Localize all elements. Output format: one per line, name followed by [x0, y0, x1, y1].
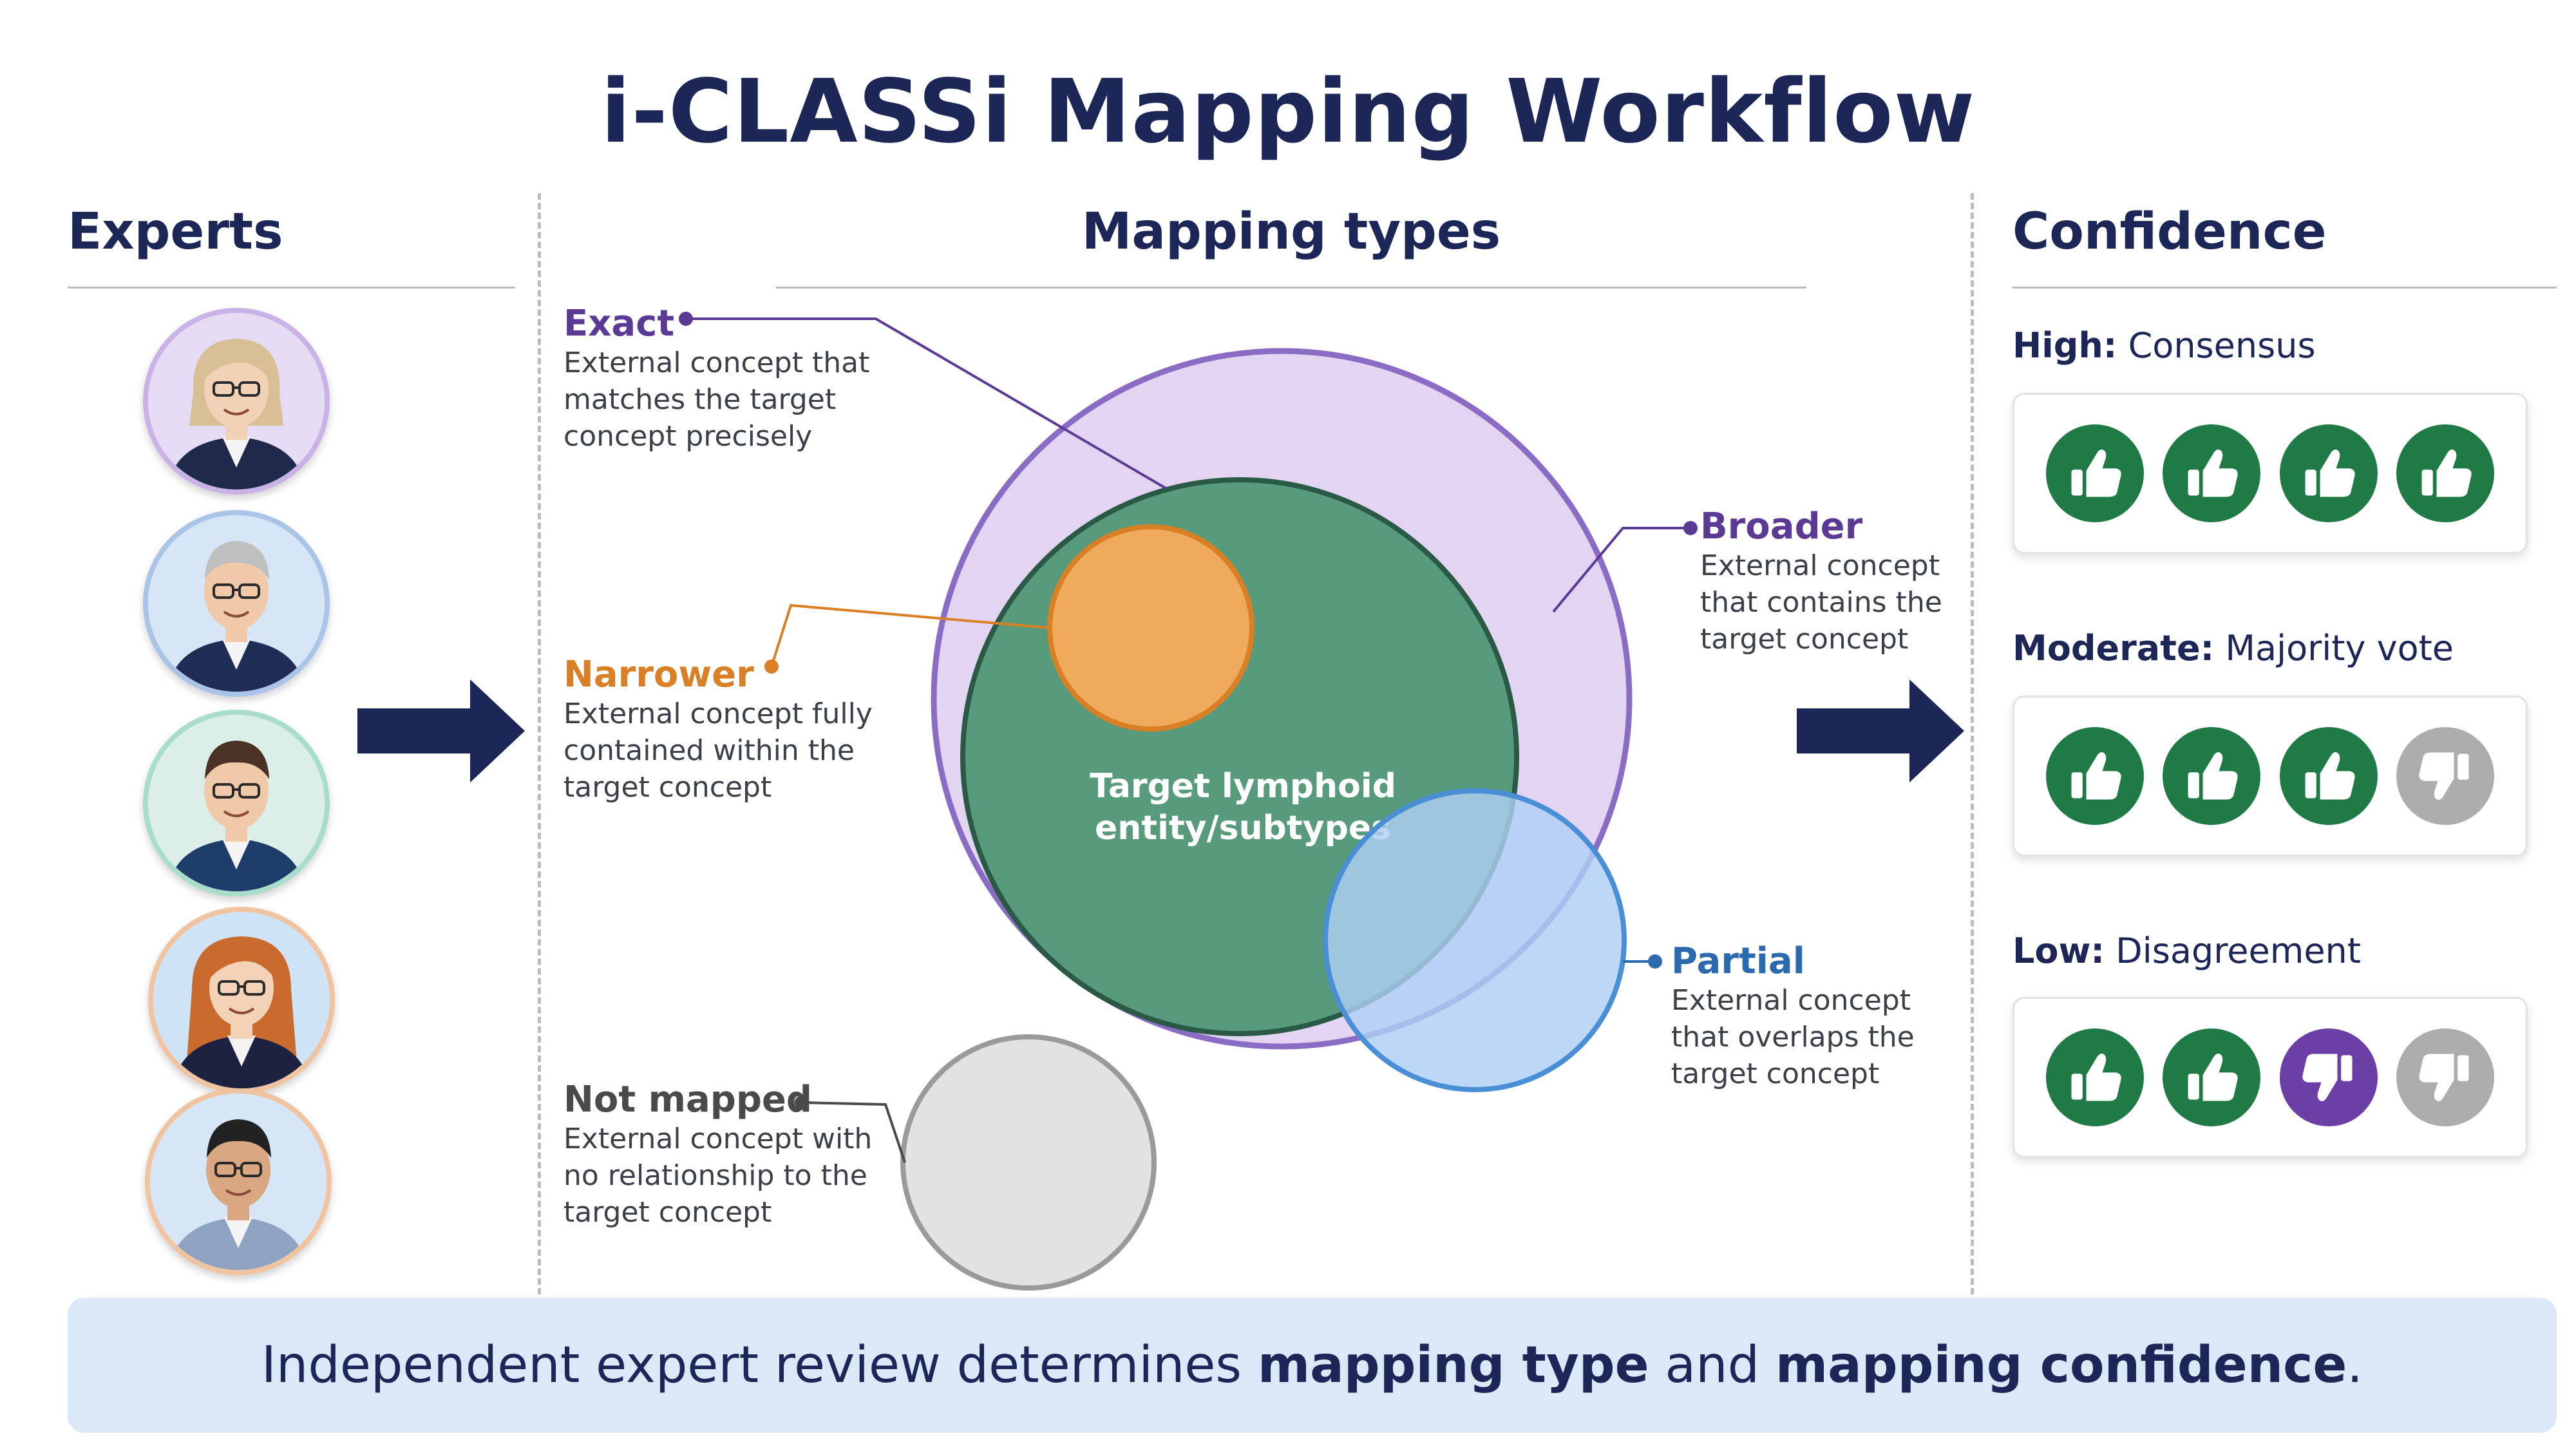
narrower-desc-1: External concept fully — [564, 697, 873, 730]
page-title: i-CLASSi Mapping Workflow — [600, 61, 1976, 163]
not-mapped-desc-1: External concept with — [564, 1122, 873, 1155]
thumbs-up-icon — [2163, 727, 2261, 825]
footer-text: Independent expert review determines map… — [261, 1336, 2363, 1394]
partial-desc-3: target concept — [1671, 1057, 1880, 1090]
not-mapped-label: Not mapped — [564, 1079, 812, 1121]
thumbs-up-icon — [2046, 424, 2145, 522]
mapping-heading: Mapping types — [1081, 203, 1501, 261]
partial-desc-1: External concept — [1671, 984, 1911, 1017]
thumbs-up-icon — [2279, 424, 2378, 522]
avatar-expert-1 — [143, 308, 330, 495]
expert-1-portrait-icon — [148, 313, 325, 489]
not-mapped-desc-2: no relationship to the — [564, 1159, 867, 1192]
broader-label: Broader — [1700, 506, 1863, 547]
narrower-desc-3: target concept — [564, 771, 772, 804]
expert-4-portrait-icon — [153, 912, 330, 1088]
narrower-leader — [770, 603, 1050, 667]
thumbs-down-icon — [2279, 1028, 2378, 1126]
confidence-high-card — [2012, 393, 2528, 554]
right-separator — [1971, 193, 1974, 1294]
thumbs-up-icon — [2046, 1028, 2145, 1126]
not-mapped-leader — [801, 1101, 906, 1163]
target-label-line2: entity/subtypes — [1095, 809, 1391, 848]
partial-desc-2: that overlaps the — [1671, 1021, 1915, 1054]
confidence-low-label: Low: Disagreement — [2012, 931, 2361, 971]
expert-5-portrait-icon — [150, 1094, 327, 1270]
thumbs-up-icon — [2046, 727, 2145, 825]
experts-heading: Experts — [68, 203, 283, 261]
confidence-moderate-card — [2012, 696, 2528, 857]
arrow-right-icon — [357, 679, 525, 782]
not-mapped-desc-3: target concept — [564, 1196, 772, 1229]
avatar-expert-5 — [145, 1088, 332, 1275]
expert-2-portrait-icon — [148, 515, 325, 692]
thumbs-up-icon — [2279, 727, 2378, 825]
confidence-rule — [2012, 287, 2557, 289]
exact-desc-3: concept precisely — [564, 420, 813, 453]
narrower-label: Narrower — [564, 654, 754, 696]
confidence-heading: Confidence — [2012, 203, 2327, 261]
expert-3-portrait-icon — [148, 715, 325, 891]
footer-banner: Independent expert review determines map… — [68, 1298, 2557, 1433]
target-label-line1: Target lymphoid — [1090, 767, 1396, 806]
exact-leader — [686, 317, 1167, 489]
exact-label: Exact — [564, 303, 675, 345]
not-mapped-callout: Not mapped External concept with no rela… — [564, 1079, 924, 1231]
partial-callout: Partial External concept that overlaps t… — [1671, 940, 1955, 1092]
broader-desc-1: External concept — [1700, 549, 1940, 582]
confidence-low-card — [2012, 997, 2528, 1158]
thumbs-down-icon — [2396, 1028, 2494, 1126]
thumbs-down-icon — [2396, 727, 2494, 825]
exact-desc-1: External concept that — [564, 346, 870, 379]
confidence-moderate-label: Moderate: Majority vote — [2012, 628, 2454, 668]
not-mapped-circle — [900, 1034, 1157, 1291]
arrow-right-icon — [1797, 679, 1964, 782]
narrower-circle — [1047, 524, 1255, 732]
mapping-rule — [776, 287, 1806, 289]
confidence-high-label: High: Consensus — [2012, 325, 2316, 366]
narrower-callout: Narrower External concept fully containe… — [564, 654, 911, 806]
broader-desc-2: that contains the — [1700, 586, 1942, 619]
thumbs-up-icon — [2163, 1028, 2261, 1126]
thumbs-up-icon — [2163, 424, 2261, 522]
partial-label: Partial — [1671, 940, 1805, 982]
partial-circle — [1323, 788, 1627, 1092]
experts-rule — [68, 287, 515, 289]
thumbs-up-icon — [2396, 424, 2494, 522]
broader-desc-3: target concept — [1700, 623, 1909, 656]
broader-leader — [1552, 527, 1690, 613]
avatar-expert-2 — [143, 510, 330, 697]
exact-desc-2: matches the target — [564, 383, 837, 416]
left-separator — [538, 193, 541, 1294]
avatar-expert-3 — [143, 710, 330, 896]
narrower-desc-2: contained within the — [564, 734, 855, 767]
exact-callout: Exact External concept that matches the … — [564, 303, 898, 455]
broader-callout: Broader External concept that contains t… — [1700, 506, 1971, 658]
